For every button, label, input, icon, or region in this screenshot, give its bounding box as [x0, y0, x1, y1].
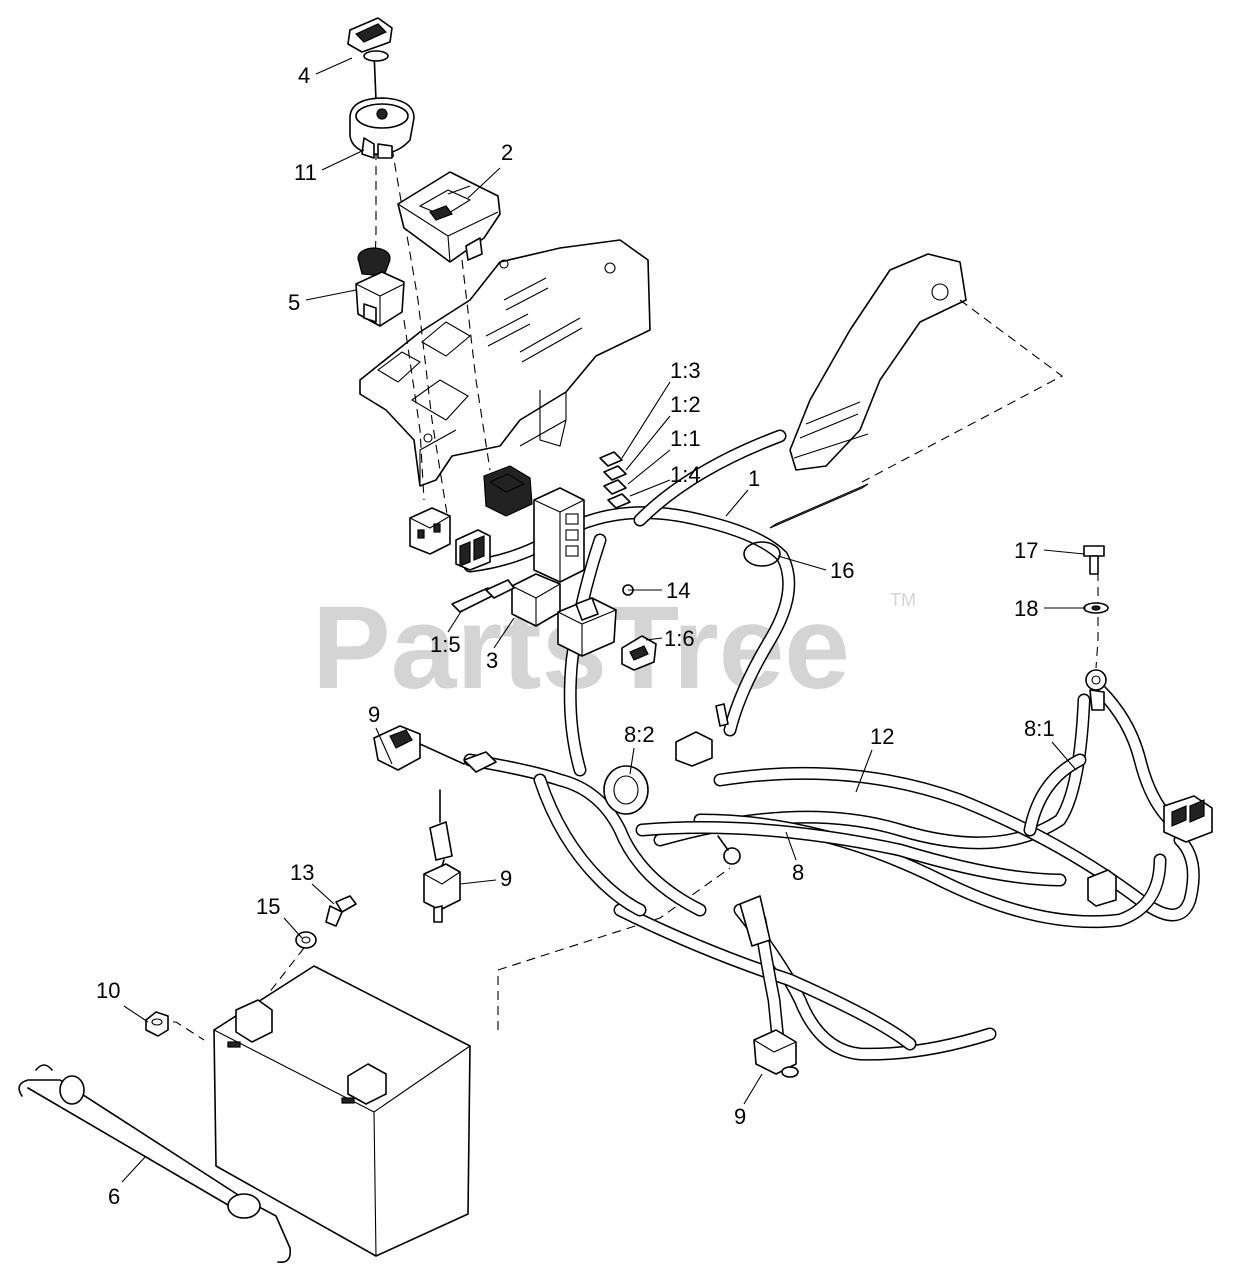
ignition-switch [349, 97, 415, 159]
callout-c8_1: 8:1 [1024, 716, 1055, 741]
callout-labels: 4 11 2 5 1:3 1:2 1:1 1:4 1 16 14 1:6 1:5 3 17 18 9 8:2 12 8… [96, 57, 1086, 1209]
rear-connector [1087, 795, 1213, 907]
washer-15 [295, 931, 317, 949]
leader-line-c1_5 [447, 609, 463, 633]
leader-line-c8_1 [1051, 741, 1077, 771]
callout-c4: 4 [298, 63, 310, 88]
callout-c15: 15 [256, 894, 280, 919]
callout-c8_2: 8:2 [624, 722, 655, 747]
terminal-1-5 [451, 579, 515, 613]
callout-c1_5: 1:5 [430, 632, 461, 657]
callout-c6: 6 [108, 1184, 120, 1209]
callout-c17: 17 [1014, 538, 1038, 563]
callout-c9c: 9 [734, 1104, 746, 1129]
ignition-connector [409, 507, 451, 555]
leader-line-c3 [493, 617, 515, 649]
fuses [599, 451, 631, 509]
callout-c18: 18 [1014, 596, 1038, 621]
leader-line-c6 [121, 1155, 147, 1183]
leader-line-c8 [785, 831, 797, 861]
leader-line-c4 [315, 57, 353, 75]
callout-c1_6: 1:6 [664, 626, 695, 651]
pto-connector [455, 529, 491, 571]
leader-line-c1_1 [627, 449, 671, 485]
callout-c2: 2 [501, 140, 513, 165]
callout-c10: 10 [96, 978, 120, 1003]
rear-bracket [769, 253, 967, 529]
nut-10 [145, 1011, 169, 1037]
wire-8 [635, 821, 1067, 887]
leader-line-c1 [725, 489, 749, 517]
callout-c14: 14 [666, 578, 690, 603]
callout-c1_4: 1:4 [670, 462, 701, 487]
hour-meter-connector [483, 465, 533, 517]
bolt-13 [325, 895, 357, 927]
washer-18 [1083, 602, 1109, 614]
key [347, 17, 393, 101]
callout-c9a: 9 [368, 702, 380, 727]
leader-line-c1_2 [625, 415, 671, 471]
callout-c1_2: 1:2 [670, 392, 701, 417]
switch-9c [739, 895, 799, 1078]
battery [213, 965, 471, 1257]
main-wire-harness [463, 429, 1200, 1067]
leader-line-c10 [123, 1005, 149, 1023]
leader-line-c12 [855, 749, 873, 793]
relay-socket [557, 597, 617, 657]
hour-meter [397, 171, 501, 263]
leader-line-c15 [283, 917, 303, 939]
callout-c3: 3 [486, 648, 498, 673]
leader-line-c1_4 [629, 479, 671, 497]
callout-c1_3: 1:3 [670, 358, 701, 383]
leader-line-c1_3 [621, 381, 671, 459]
leader-line-c9b [459, 879, 497, 885]
mounting-plate [359, 239, 651, 487]
leader-line-c17 [1043, 549, 1085, 555]
leader-line-c9c [743, 1073, 763, 1105]
switch-9b [423, 789, 461, 923]
callout-c16: 16 [830, 558, 854, 583]
callout-c9b: 9 [500, 866, 512, 891]
grommet-8-2 [603, 765, 649, 815]
callout-c11: 11 [294, 160, 317, 185]
leader-line-c11 [321, 149, 365, 171]
leader-line-c13 [311, 883, 335, 905]
pto-switch [355, 247, 405, 327]
connector-1-6 [621, 635, 657, 671]
bolt-17 [1083, 545, 1105, 575]
callout-c5: 5 [288, 290, 300, 315]
callout-c8: 8 [792, 860, 804, 885]
relay [511, 573, 561, 627]
callout-c1: 1 [748, 466, 760, 491]
ring-terminal-8-1 [1085, 669, 1107, 711]
switch-9a [373, 725, 497, 773]
leader-line-c2 [467, 167, 501, 199]
leader-line-c8_2 [629, 747, 635, 775]
fuse-block [533, 487, 585, 583]
callout-c1_1: 1:1 [670, 426, 701, 451]
leader-line-c16 [777, 555, 827, 571]
leader-line-c1_6 [645, 637, 663, 641]
battery-strap-6 [18, 1064, 292, 1264]
callout-c12: 12 [870, 724, 894, 749]
cable-tie-16 [743, 541, 781, 567]
leader-line-c5 [305, 289, 357, 301]
leader-line-c9a [375, 727, 393, 765]
connector-top-harness [675, 703, 729, 767]
callout-c13: 13 [290, 860, 314, 885]
